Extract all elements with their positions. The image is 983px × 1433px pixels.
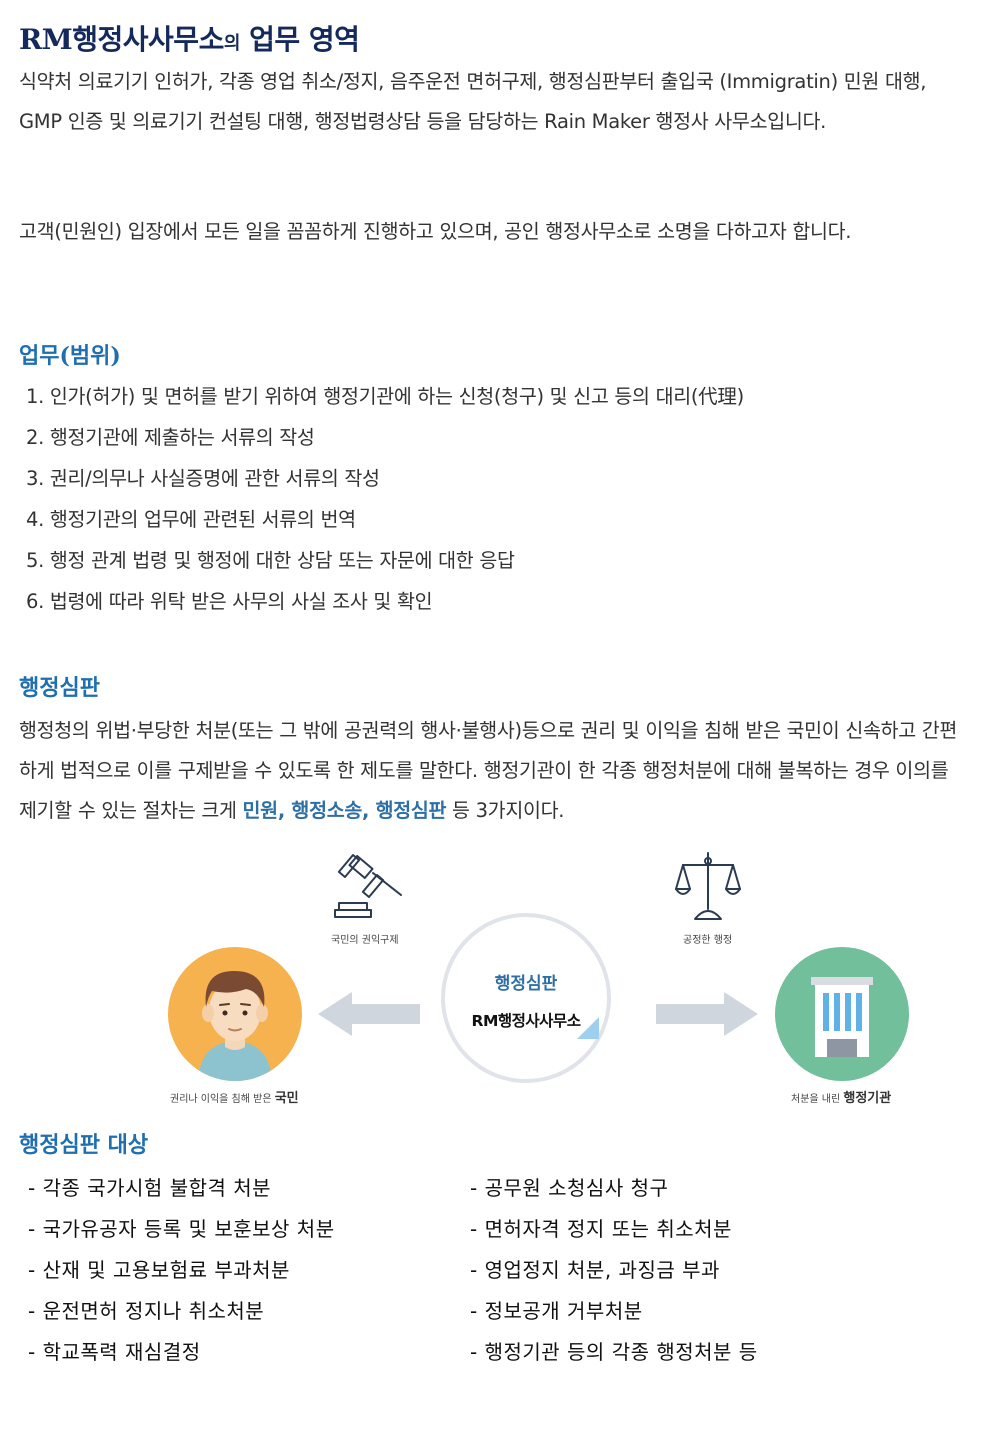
- target-item: - 각종 국가시험 불합격 처분: [28, 1176, 272, 1200]
- intro-paragraph-2: 고객(민원인) 입장에서 모든 일을 꼼꼼하게 진행하고 있으며, 공인 행정사…: [19, 220, 852, 243]
- trial-text-before: 행정청의 위법·부당한 처분(또는 그 밖에 공권력의 행사·불행사)등으로 권…: [19, 719, 958, 822]
- page-title-sub: 의: [223, 33, 241, 54]
- center-circle: 행정심판 RM행정사사무소: [441, 913, 611, 1083]
- scope-item: 5. 행정 관계 법령 및 행정에 대한 상담 또는 자문에 대한 응답: [26, 549, 515, 572]
- left-caption: 권리나 이익을 침해 받은 국민: [170, 1087, 299, 1106]
- citizen-circle: [168, 947, 302, 1081]
- right-caption-small: 처분을 내린: [791, 1094, 844, 1105]
- scales-icon: [675, 852, 741, 920]
- trial-paragraph: 행정청의 위법·부당한 처분(또는 그 밖에 공권력의 행사·불행사)등으로 권…: [19, 711, 964, 831]
- scope-list: 1. 인가(허가) 및 면허를 받기 위하여 행정기관에 하는 신청(청구) 및…: [26, 376, 744, 622]
- right-caption-big: 행정기관: [843, 1091, 892, 1106]
- page-title: RM행정사사무소의 업무 영역: [19, 18, 360, 58]
- left-top-label: 국민의 권익구제: [331, 935, 399, 946]
- center-title: 행정심판: [494, 974, 558, 994]
- intro-paragraph-1: 식약처 의료기기 인허가, 각종 영업 취소/정지, 음주운전 면허구제, 행정…: [19, 70, 927, 133]
- target-item: - 면허자격 정지 또는 취소처분: [470, 1217, 732, 1241]
- gavel-icon: [334, 854, 402, 918]
- target-item: - 국가유공자 등록 및 보훈보상 처분: [28, 1217, 335, 1241]
- scope-item: 6. 법령에 따라 위탁 받은 사무의 사실 조사 및 확인: [26, 590, 433, 613]
- target-item: - 운전면허 정지나 취소처분: [28, 1299, 265, 1323]
- agency-circle: [775, 947, 909, 1081]
- target-item: - 공무원 소청심사 청구: [470, 1176, 669, 1200]
- trial-heading: 행정심판: [19, 675, 100, 701]
- scope-item: 3. 권리/의무나 사실증명에 관한 서류의 작성: [26, 467, 380, 490]
- targets-list-right: - 공무원 소청심사 청구 - 면허자격 정지 또는 취소처분 - 영업정지 처…: [470, 1168, 758, 1373]
- targets-list-left: - 각종 국가시험 불합격 처분 - 국가유공자 등록 및 보훈보상 처분 - …: [28, 1168, 335, 1373]
- left-caption-small: 권리나 이익을 침해 받은: [170, 1094, 275, 1105]
- right-top-label: 공정한 행정: [683, 935, 733, 946]
- target-item: - 산재 및 고용보험료 부과처분: [28, 1258, 290, 1282]
- trial-text-after: 등 3가지이다.: [446, 799, 565, 822]
- scope-heading: 업무(범위): [19, 343, 121, 369]
- accent-corner-icon: [577, 1017, 599, 1039]
- target-item: - 정보공개 거부처분: [470, 1299, 643, 1323]
- scope-item: 1. 인가(허가) 및 면허를 받기 위하여 행정기관에 하는 신청(청구) 및…: [26, 385, 744, 408]
- right-caption: 처분을 내린 행정기관: [791, 1087, 891, 1106]
- page-title-rest: 업무 영역: [239, 23, 360, 56]
- target-item: - 행정기관 등의 각종 행정처분 등: [470, 1340, 758, 1364]
- target-item: - 학교폭력 재심결정: [28, 1340, 201, 1364]
- targets-heading: 행정심판 대상: [19, 1132, 149, 1158]
- person-icon: [198, 971, 272, 1081]
- target-item: - 영업정지 처분, 과징금 부과: [470, 1258, 720, 1282]
- building-icon: [811, 977, 873, 1057]
- trial-highlight: 민원, 행정소송, 행정심판: [242, 799, 447, 822]
- trial-diagram: 국민의 권익구제 공정한 행정: [150, 845, 930, 1115]
- left-caption-big: 국민: [274, 1091, 299, 1106]
- scope-item: 4. 행정기관의 업무에 관련된 서류의 번역: [26, 508, 356, 531]
- arrow-left-icon: [318, 992, 420, 1036]
- center-office: RM행정사사무소: [471, 1012, 581, 1030]
- page-title-main: RM행정사사무소: [19, 23, 224, 56]
- scope-item: 2. 행정기관에 제출하는 서류의 작성: [26, 426, 315, 449]
- arrow-right-icon: [656, 992, 758, 1036]
